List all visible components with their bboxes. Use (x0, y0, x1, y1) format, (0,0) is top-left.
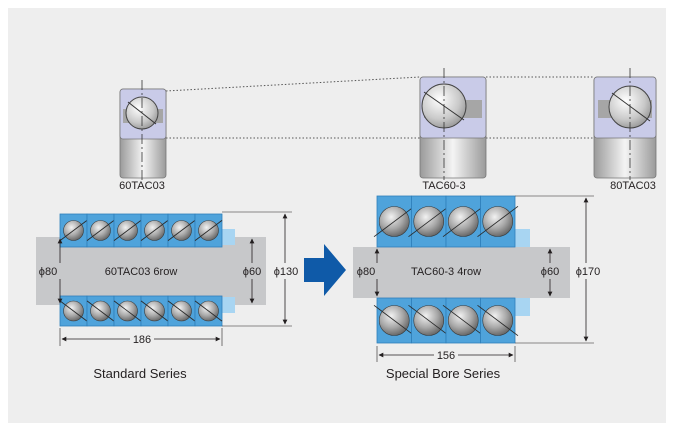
dim-outer: ϕ170 (576, 266, 601, 278)
bearing-cell (408, 297, 450, 344)
bearing-cell (373, 297, 415, 344)
shaft (36, 237, 266, 305)
dim-length: 186 (133, 334, 151, 346)
dim-inner: ϕ60 (243, 266, 261, 278)
shaft-label: TAC60-3 4row (411, 266, 481, 278)
bearing-cell (442, 297, 484, 344)
bearing-label: TAC60-3 (422, 180, 465, 192)
bearing-cell (373, 195, 415, 248)
dim-outer: ϕ130 (274, 266, 299, 278)
dim-left: ϕ80 (39, 266, 57, 278)
bearing-80tac03: 80TAC03 (593, 68, 657, 192)
bearing-cell (194, 295, 223, 327)
dim-length: 156 (437, 350, 455, 362)
bearing-row-bottom (59, 295, 223, 327)
transition-arrow-icon (304, 244, 346, 296)
bearing-cell (113, 295, 142, 327)
bearing-cell (86, 295, 115, 327)
bearing-row-top (59, 213, 223, 248)
bearing-cell (59, 213, 88, 248)
bearing-cell (477, 195, 519, 248)
caption: Standard Series (93, 366, 187, 381)
bearing-tac60-3: TAC60-3 (419, 68, 487, 192)
dim-inner: ϕ60 (541, 266, 559, 278)
bearing-cell (86, 213, 115, 248)
caption: Special Bore Series (386, 366, 501, 381)
bearing-label: 80TAC03 (610, 180, 656, 192)
scaling-lines (165, 76, 594, 139)
standard-series-assembly: 60TAC03 6row ϕ80 ϕ60 ϕ130 186 Standard S… (36, 211, 301, 381)
bearing-cell (59, 295, 88, 327)
bearing-cell (442, 195, 484, 248)
bearing-cell (113, 213, 142, 248)
bearing-cell (167, 295, 196, 327)
bearing-cell (167, 213, 196, 248)
bearing-row-bottom (373, 297, 519, 344)
bearing-label: 60TAC03 (119, 180, 165, 192)
bearing-cell (408, 195, 450, 248)
bearing-row-top (373, 195, 519, 248)
dim-left: ϕ80 (357, 266, 375, 278)
bearing-cell (140, 213, 169, 248)
bearing-cell (194, 213, 223, 248)
bearing-cell (140, 295, 169, 327)
bearing-cell (477, 297, 519, 344)
special-series-assembly: TAC60-3 4row ϕ80 ϕ60 ϕ170 156 Special Bo… (353, 195, 603, 381)
bearing-60tac03: 60TAC03 (119, 80, 167, 192)
shaft-label: 60TAC03 6row (105, 266, 178, 278)
